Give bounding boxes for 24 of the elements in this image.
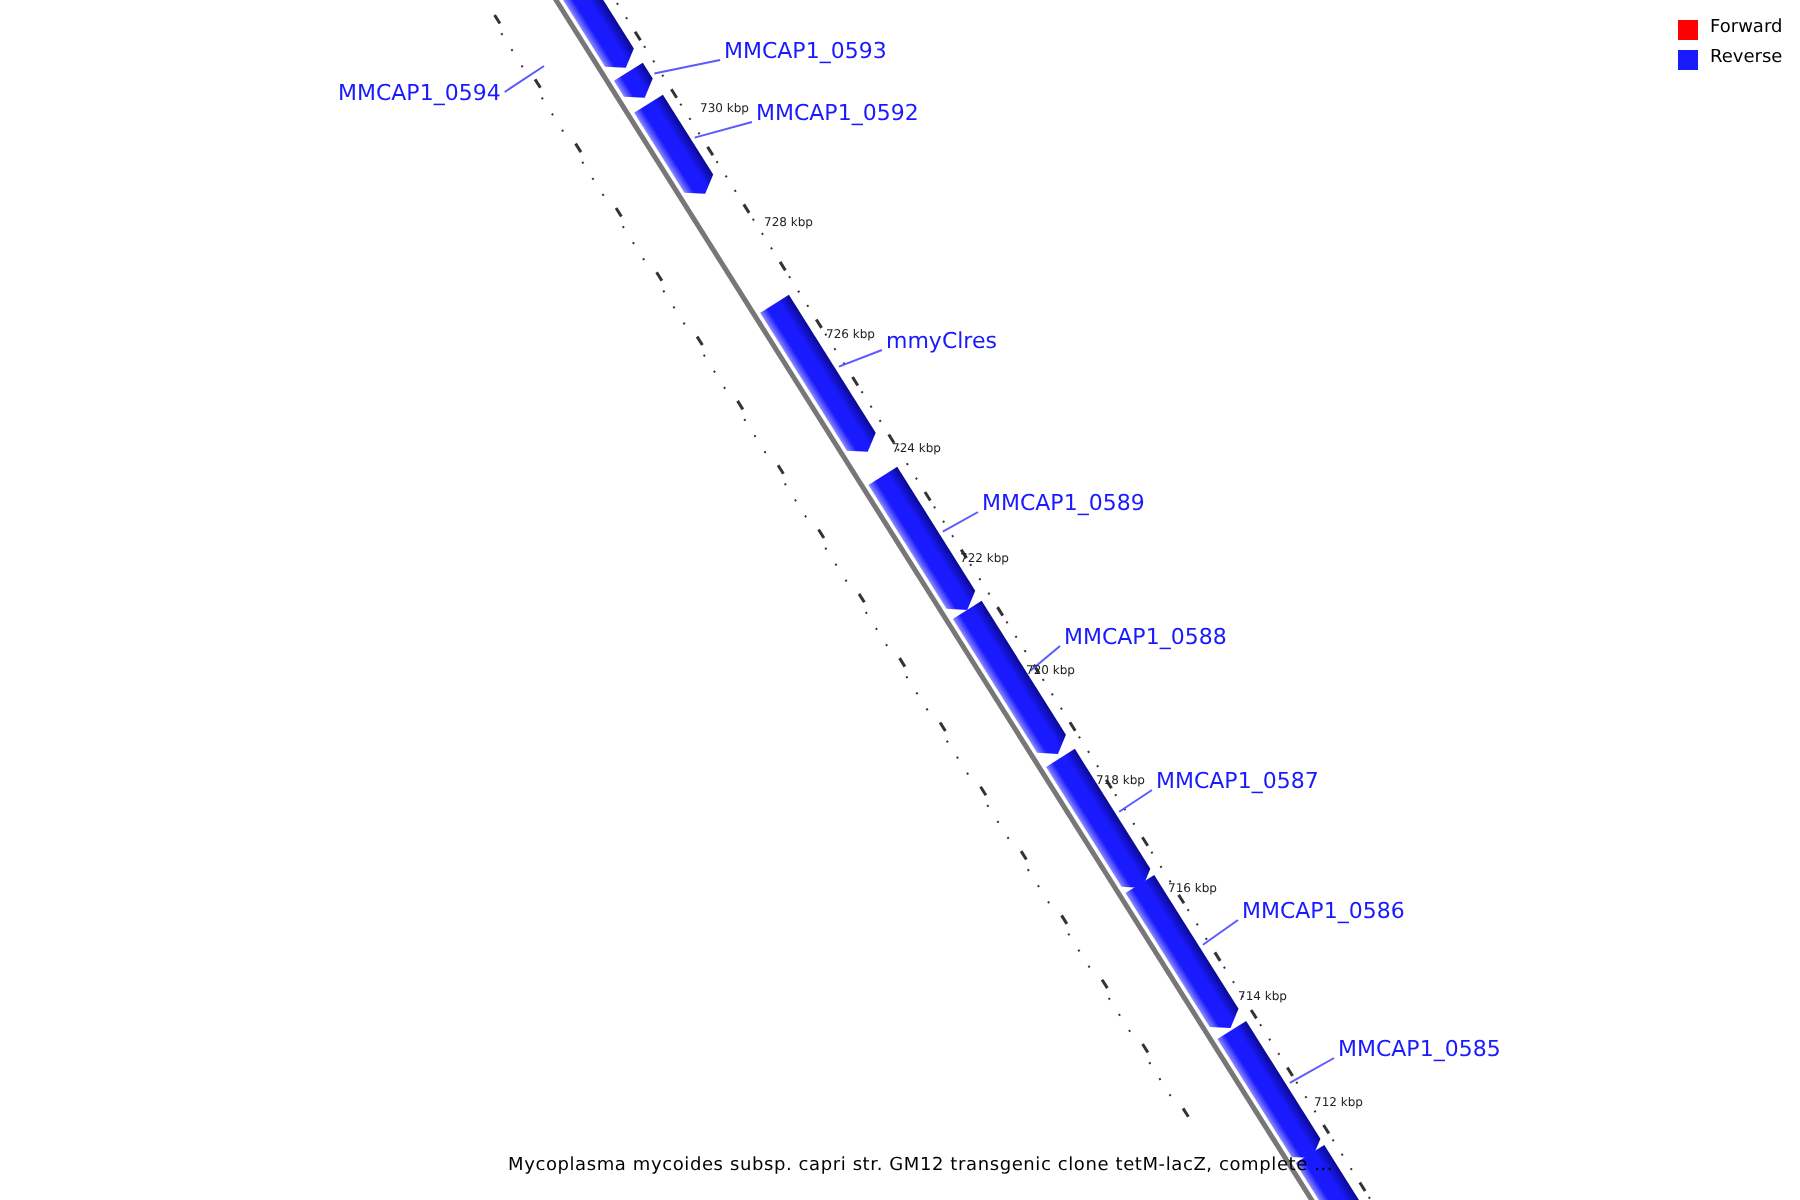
leader-line [1288, 1057, 1335, 1084]
gene-label: MMCAP1_0592 [756, 100, 919, 126]
legend-label: Forward [1710, 18, 1783, 38]
gene-label: mmyClres [886, 328, 997, 354]
gene-label: MMCAP1_0588 [1064, 624, 1227, 650]
leader-line [837, 349, 883, 368]
gene-label: MMCAP1_0586 [1242, 898, 1405, 924]
gene-feature [760, 294, 876, 452]
legend-label: Reverse [1710, 48, 1783, 68]
leader-line [1029, 645, 1061, 672]
leader-line [503, 65, 545, 93]
gene-feature [614, 62, 653, 98]
leader-line [693, 121, 753, 139]
leader-line [653, 59, 721, 75]
gene-feature [1046, 748, 1151, 888]
gene-label: MMCAP1_0589 [982, 490, 1145, 516]
gene-label: MMCAP1_0585 [1338, 1036, 1501, 1062]
gene-label: MMCAP1_0594 [338, 80, 501, 106]
gene-label: MMCAP1_0587 [1156, 768, 1319, 794]
leader-line [941, 511, 979, 533]
leader-line [1118, 789, 1153, 813]
leader-line [1201, 919, 1239, 946]
gene-feature [1125, 874, 1239, 1028]
gene-label: MMCAP1_0593 [724, 38, 887, 64]
